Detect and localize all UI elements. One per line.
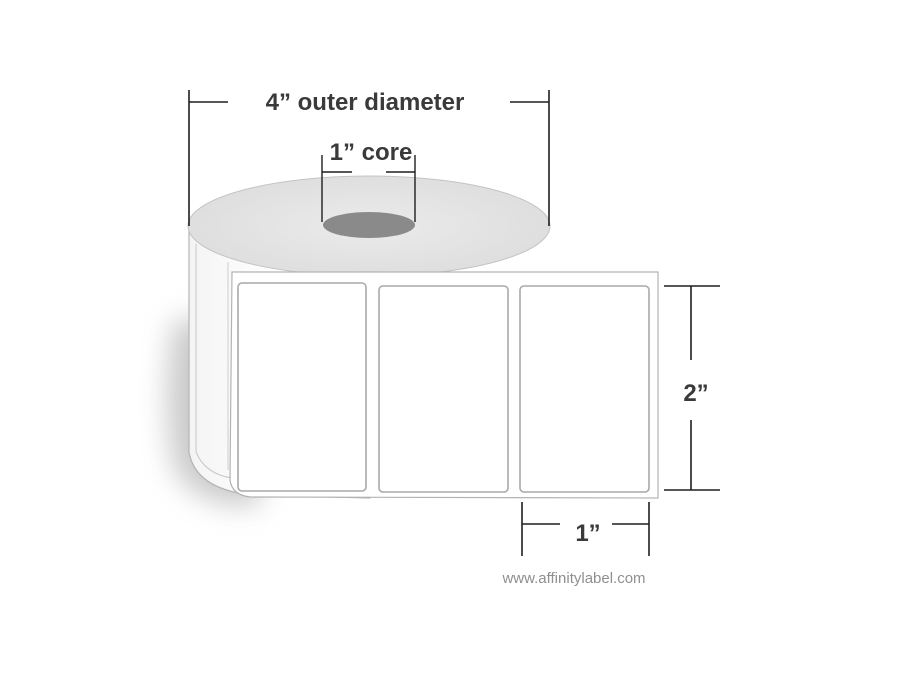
label-1: [237, 282, 367, 492]
roll-wound-edge: [195, 244, 233, 479]
core-label: 1” core: [330, 139, 413, 166]
label-width-label: 1”: [575, 520, 600, 547]
core-dimension: [321, 155, 416, 222]
outer-diameter-label: 4” outer diameter: [266, 89, 465, 116]
height-dimension: [664, 285, 720, 491]
label-height-label: 2”: [683, 380, 708, 407]
label-3: [519, 285, 650, 493]
website-watermark: www.affinitylabel.com: [501, 570, 645, 587]
outer-diameter-dimension: [188, 90, 550, 226]
label-2: [378, 285, 509, 493]
core-hole: [323, 212, 415, 238]
label-strip: [229, 271, 659, 499]
width-dimension: [521, 502, 650, 556]
